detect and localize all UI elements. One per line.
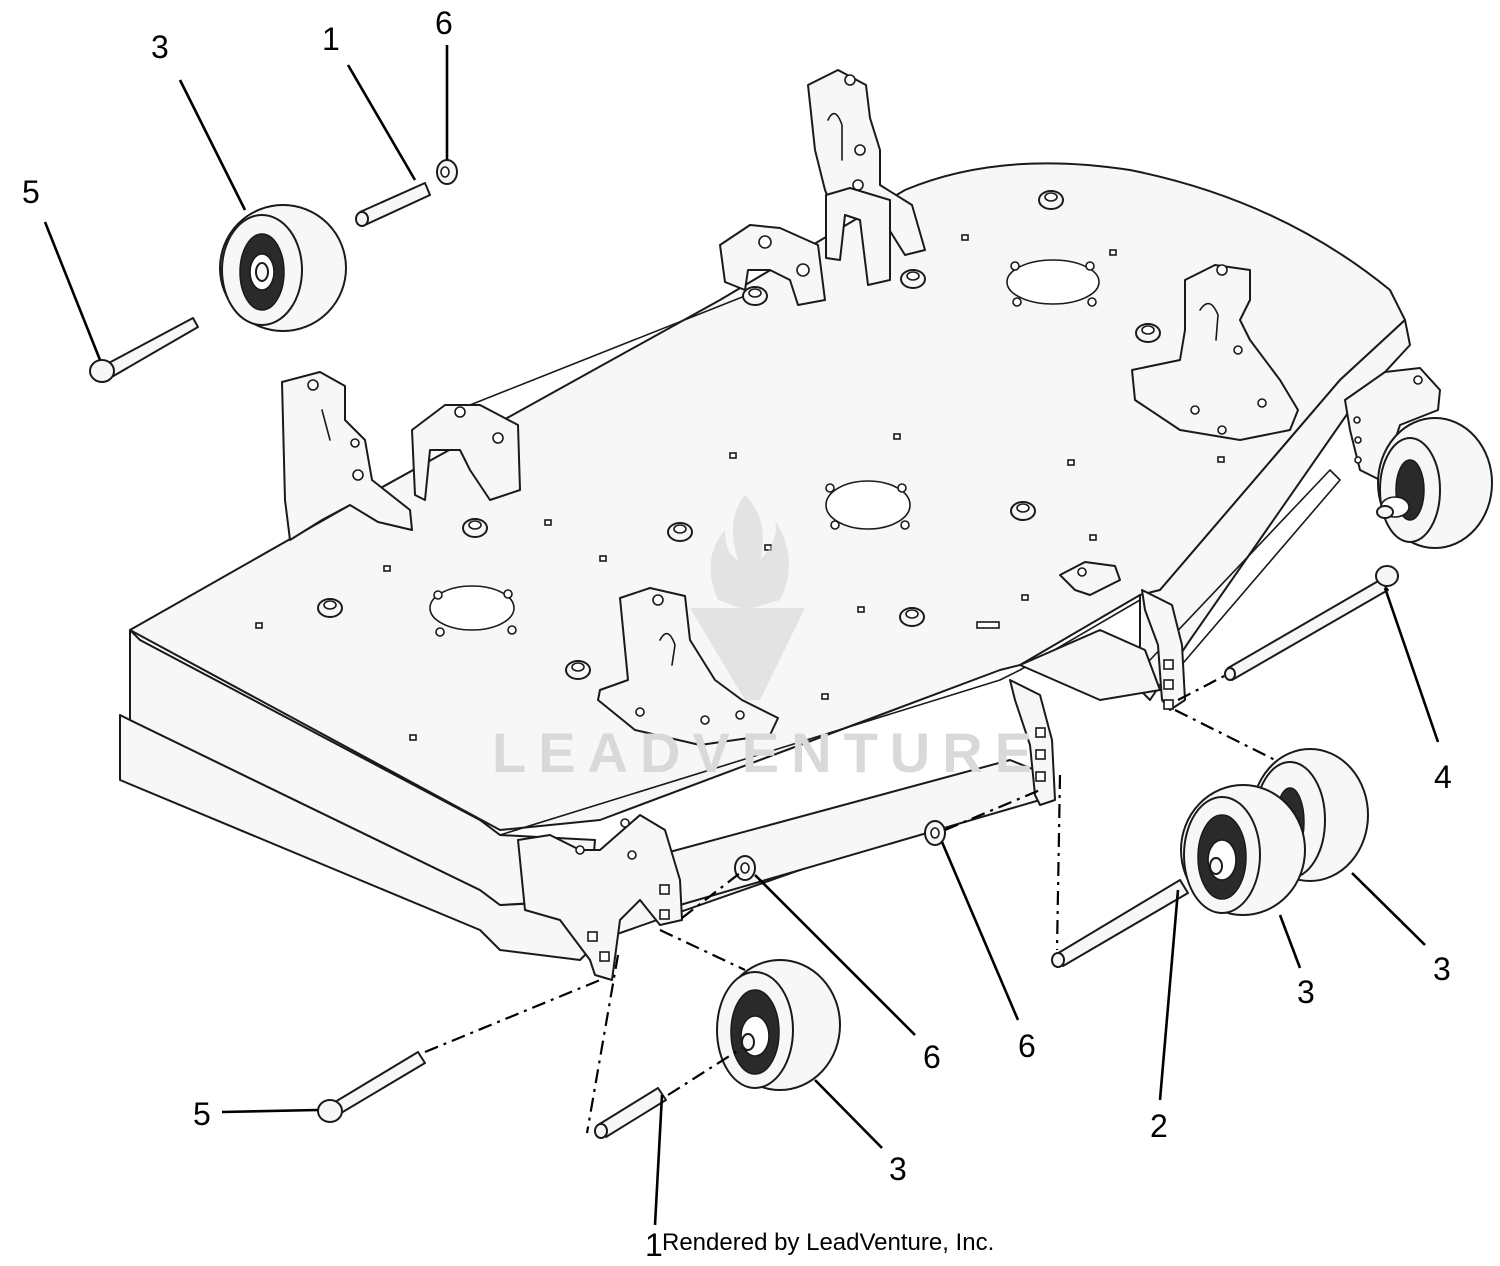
bolt-5-top [89, 317, 199, 383]
leadventure-watermark: LEADVENTURE [492, 495, 1044, 784]
front-left-wheel-bracket [517, 814, 683, 981]
rear-right-wheel-bracket [1141, 589, 1186, 711]
callout-3-wheel-top-left: 3 [151, 29, 169, 65]
front-center-bracket [597, 587, 779, 746]
spacer-tube-1-top [355, 182, 431, 227]
callout-6-nut-center: 6 [1018, 1028, 1036, 1064]
rear-center-channel [719, 187, 891, 306]
wheel-3-top-left [219, 204, 347, 332]
bolt-5-bottom [317, 1051, 426, 1123]
assembly-lines [424, 673, 1276, 1134]
callout-6-nut-top: 6 [435, 5, 453, 41]
callout-labels: 3 1 6 5 4 3 3 2 6 6 5 3 1 [22, 5, 1452, 1263]
bolt-4 [1224, 565, 1399, 681]
rear-left-bracket [281, 371, 413, 541]
callout-3-wheel-front-left: 3 [889, 1151, 907, 1187]
callout-6-nut-left: 6 [923, 1039, 941, 1075]
deck-bushings [317, 190, 1161, 680]
spacer-tube-2 [1051, 879, 1189, 968]
callout-1-spacer-top: 1 [322, 21, 340, 57]
callout-3-wheel-front-right-rear: 3 [1433, 951, 1451, 987]
callout-5-bolt-top: 5 [22, 174, 40, 210]
render-credit: Rendered by LeadVenture, Inc. [662, 1229, 995, 1256]
wheel-3-front-right-front [1180, 784, 1306, 916]
callout-4-bolt: 4 [1434, 759, 1452, 795]
flange-nut-6-center [924, 820, 946, 846]
callout-2-spacer: 2 [1150, 1108, 1168, 1144]
rear-left-channel [411, 404, 521, 501]
leader-lines [43, 45, 1440, 1226]
deck-slots [255, 234, 1225, 741]
flange-nut-6-top [436, 159, 458, 185]
right-bracket [1131, 264, 1299, 441]
front-center-wheel-bracket [1009, 679, 1056, 806]
flange-nut-6-left [734, 855, 756, 881]
flame-v-logo-icon [690, 495, 805, 700]
watermark-brand-text: LEADVENTURE [492, 721, 1044, 784]
spacer-tube-1-bottom [594, 1087, 667, 1139]
wheel-3-right-mounted [1376, 417, 1493, 549]
callout-5-bolt-bottom: 5 [193, 1096, 211, 1132]
callout-1-spacer-bottom: 1 [645, 1227, 663, 1263]
callout-3-wheel-front-right-front: 3 [1297, 974, 1315, 1010]
right-rear-wheel-bracket [1344, 367, 1441, 481]
wheel-3-front-left [716, 959, 841, 1091]
deflector-tab [1059, 561, 1121, 596]
